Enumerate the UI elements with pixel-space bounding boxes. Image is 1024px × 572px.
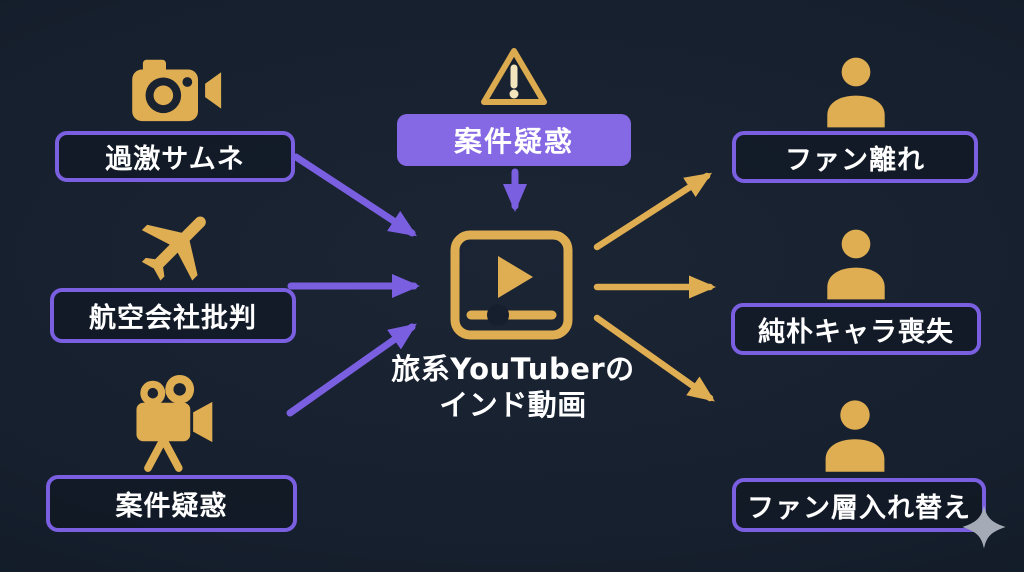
arrow-video-to-swap [593, 314, 715, 402]
movie-camera-icon [136, 374, 213, 472]
cause-label-thumbnail: 過激サムネ [105, 144, 245, 175]
alert-box-sponsor: 案件疑惑 [397, 114, 631, 166]
effect-box-fanbase-swap: ファン層入れ替え [732, 478, 986, 532]
effect-label-fan-loss: ファン離れ [785, 144, 925, 176]
alert-label: 案件疑惑 [453, 125, 574, 158]
effect-label-fanbase-swap: ファン層入れ替え [747, 492, 971, 524]
effect-box-fan-loss: ファン離れ [732, 131, 978, 183]
cause-box-airline: 航空会社批判 [50, 288, 296, 343]
person-icon [827, 57, 885, 128]
video-player-icon [450, 230, 573, 340]
cause-label-airline: 航空会社批判 [89, 303, 257, 334]
cause-box-sponsor: 案件疑惑 [46, 475, 297, 532]
effect-label-character-loss: 純朴キャラ喪失 [758, 316, 954, 348]
cause-label-sponsor: 案件疑惑 [115, 491, 228, 522]
sparkle-icon [962, 505, 1006, 549]
video-caption: 旅系YouTuberの インド動画 [382, 351, 644, 424]
arrow-thumbnail-to-video [292, 153, 418, 237]
cause-box-thumbnail: 過激サムネ [55, 131, 295, 182]
person-icon [827, 229, 885, 300]
video-caption-line1: 旅系YouTuberの [391, 352, 635, 386]
arrow-video-to-fanloss [593, 172, 713, 251]
airplane-icon [141, 216, 206, 281]
video-caption-line2: インド動画 [439, 388, 587, 423]
warning-icon [481, 48, 547, 105]
camera-icon [132, 59, 222, 122]
person-icon [825, 400, 885, 472]
arrow-sponsor-to-video [286, 323, 417, 417]
effect-box-character-loss: 純朴キャラ喪失 [731, 303, 981, 355]
